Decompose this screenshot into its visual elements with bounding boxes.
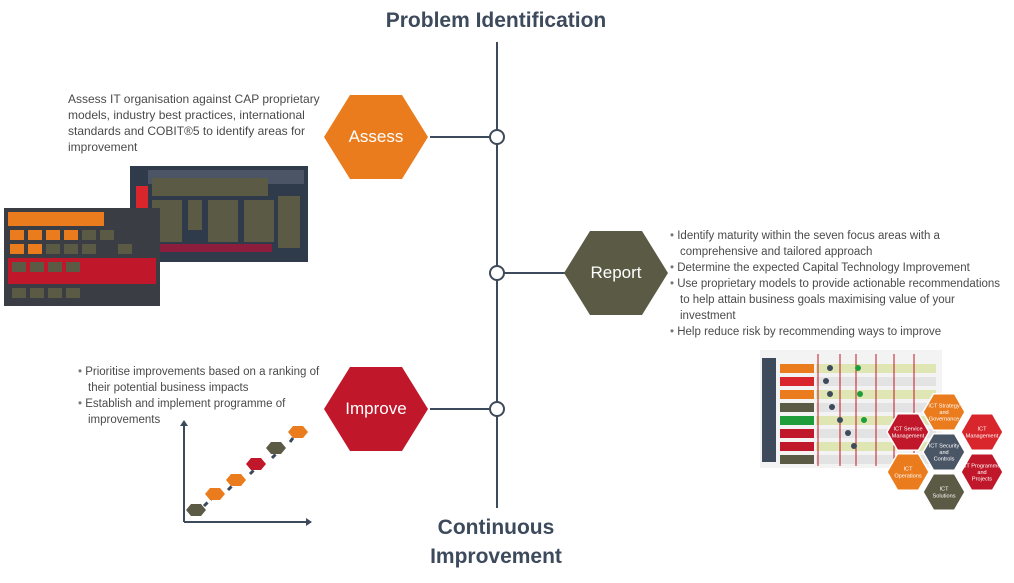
maturity-staircase-thumbnail-image <box>180 420 312 526</box>
focus-area-hexagon <box>960 453 1004 491</box>
improve-bullet: Prioritise improvements based on a ranki… <box>78 364 343 396</box>
assess-hexagon: Assess <box>324 95 428 179</box>
problem-identification-heading: Problem Identification <box>385 9 607 32</box>
report-label: Report <box>590 263 642 282</box>
improve-label: Improve <box>345 399 407 418</box>
continuous-improvement-heading: Continuous Improvement <box>396 513 596 571</box>
assess-description: Assess IT organisation against CAP propr… <box>68 92 320 154</box>
focus-area-hexagon <box>960 413 1004 451</box>
improve-bullet: Establish and implement programme of imp… <box>78 396 343 428</box>
focus-area-hexagon <box>922 473 966 511</box>
architecture-thumbnail-image <box>4 166 308 306</box>
report-bullet: Identify maturity within the seven focus… <box>670 228 1005 260</box>
report-bullet: Determine the expected Capital Technolog… <box>670 260 1005 276</box>
continuous-improvement-line-1: Continuous <box>437 516 555 539</box>
improve-bullets: Prioritise improvements based on a ranki… <box>78 364 343 428</box>
focus-area-hexagon <box>886 453 930 491</box>
focus-area-hexagon <box>922 433 966 471</box>
continuous-improvement-line-2: Improvement <box>430 545 562 568</box>
focus-area-hexagon <box>922 393 966 431</box>
assess-label: Assess <box>348 127 404 146</box>
report-bullet: Help reduce risk by recommending ways to… <box>670 324 1005 340</box>
focus-area-hexagon <box>886 413 930 451</box>
report-bullets: Identify maturity within the seven focus… <box>670 228 1005 340</box>
report-bullet: Use proprietary models to provide action… <box>670 276 1005 324</box>
